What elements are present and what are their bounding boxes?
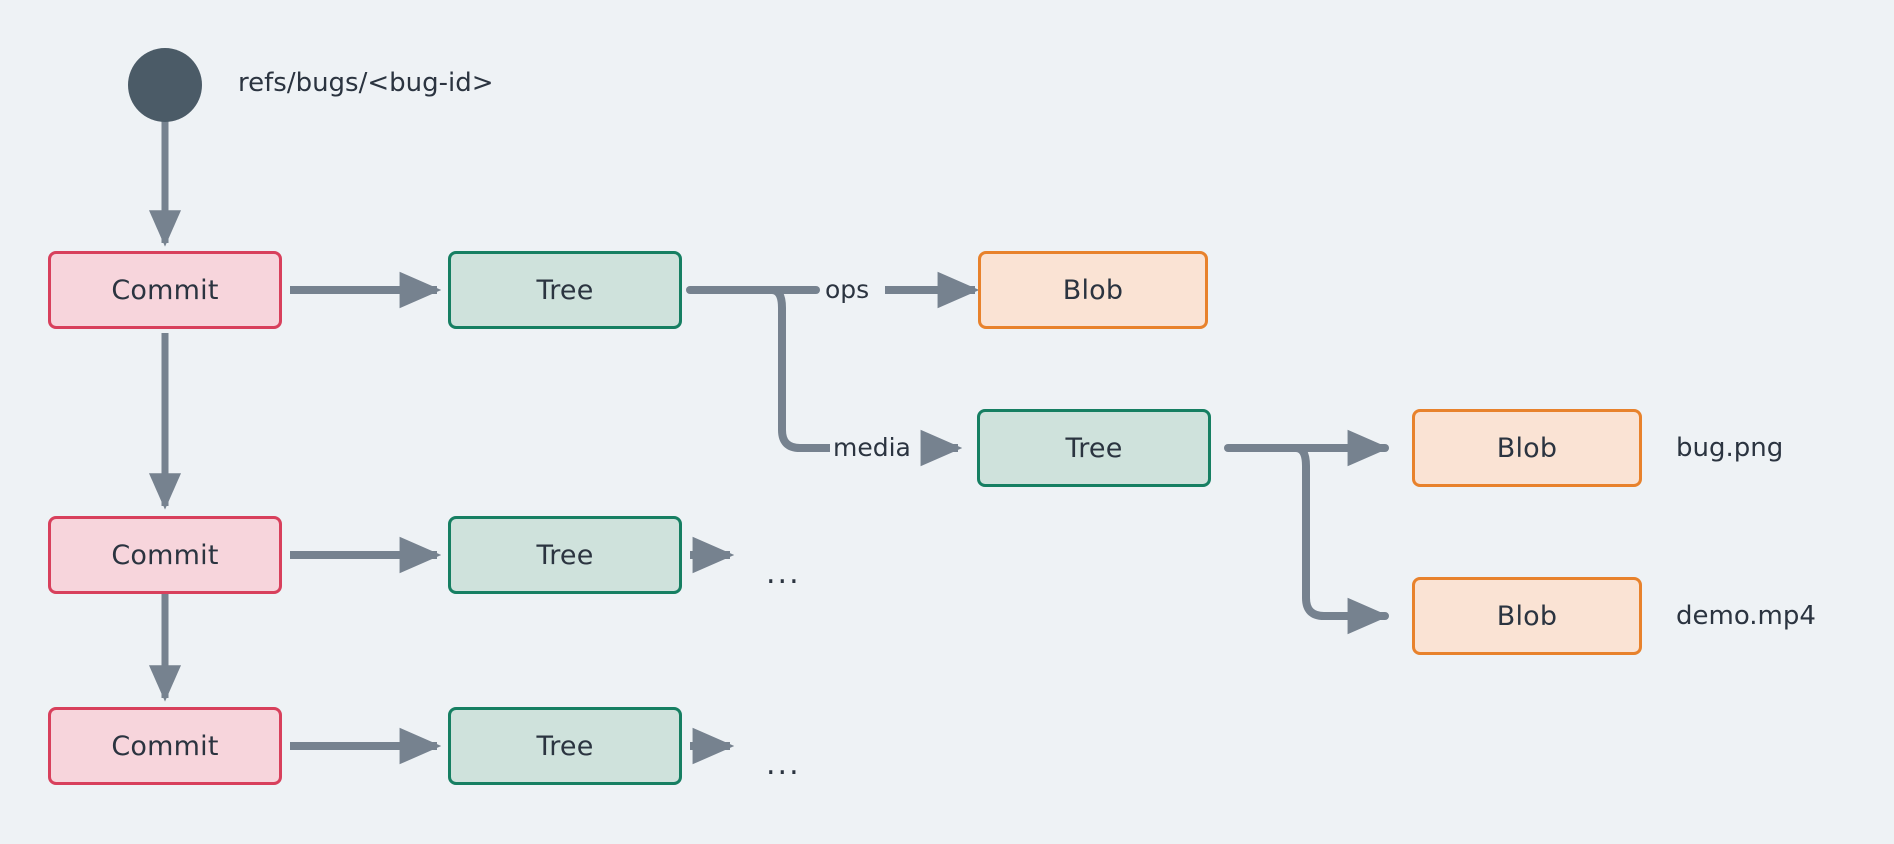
ref-label: refs/bugs/<bug-id> — [238, 68, 494, 98]
node-blob-ops[interactable]: Blob — [978, 251, 1208, 329]
node-commit-3[interactable]: Commit — [48, 707, 282, 785]
edge-label-media: media — [830, 433, 914, 462]
node-label: Tree — [1065, 432, 1123, 464]
node-label: Blob — [1062, 274, 1124, 306]
node-label: Blob — [1496, 432, 1558, 464]
node-blob-bug-png[interactable]: Blob — [1412, 409, 1642, 487]
edge-label-ops: ops — [822, 275, 873, 304]
node-label: Commit — [111, 274, 219, 306]
node-blob-demo-mp4[interactable]: Blob — [1412, 577, 1642, 655]
node-tree-2[interactable]: Tree — [448, 516, 682, 594]
node-label: Tree — [536, 539, 594, 571]
node-label: Tree — [536, 730, 594, 762]
file-label-demo-mp4: demo.mp4 — [1676, 601, 1816, 631]
node-tree-3[interactable]: Tree — [448, 707, 682, 785]
ellipsis-row-2: ... — [766, 556, 801, 591]
ellipsis-row-3: ... — [766, 747, 801, 782]
node-tree-1[interactable]: Tree — [448, 251, 682, 329]
node-label: Commit — [111, 730, 219, 762]
edge-tree1-branch-down — [768, 286, 834, 452]
node-label: Commit — [111, 539, 219, 571]
node-commit-1[interactable]: Commit — [48, 251, 282, 329]
node-label: Tree — [536, 274, 594, 306]
edge-treemedia-branch-down — [1292, 444, 1390, 635]
node-label: Blob — [1496, 600, 1558, 632]
file-label-bug-png: bug.png — [1676, 433, 1784, 463]
ref-dot — [128, 48, 202, 122]
node-tree-media[interactable]: Tree — [977, 409, 1211, 487]
node-commit-2[interactable]: Commit — [48, 516, 282, 594]
